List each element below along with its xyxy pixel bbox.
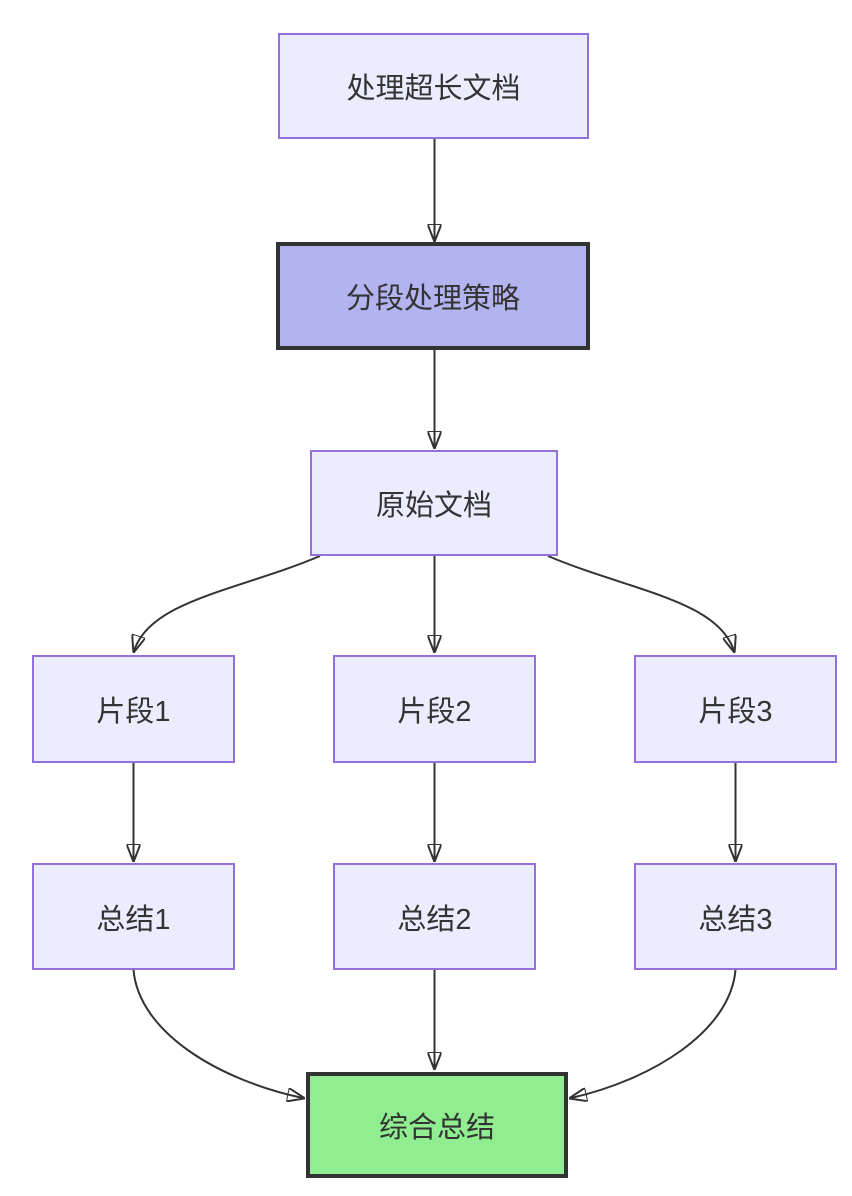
node-fragment-3: 片段3 — [634, 655, 837, 763]
node-combined-summary: 综合总结 — [306, 1072, 568, 1178]
node-summary-1: 总结1 — [32, 863, 235, 970]
node-label: 总结2 — [397, 903, 472, 936]
node-fragment-2: 片段2 — [333, 655, 536, 763]
node-process-long-document: 处理超长文档 — [278, 33, 589, 139]
edge-original-to-frag1 — [134, 555, 321, 651]
node-label: 片段3 — [698, 696, 773, 728]
node-label: 原始文档 — [375, 490, 492, 522]
node-label: 总结3 — [698, 903, 773, 936]
node-fragment-1: 片段1 — [32, 655, 235, 763]
node-summary-3: 总结3 — [634, 863, 837, 970]
node-label: 片段1 — [96, 696, 171, 728]
node-label: 处理超长文档 — [346, 73, 521, 105]
edge-original-to-frag3 — [547, 555, 734, 651]
node-label: 总结1 — [96, 903, 171, 936]
node-label: 综合总结 — [378, 1112, 495, 1144]
edge-sum1-to-final — [132, 969, 304, 1098]
node-label: 分段处理策略 — [345, 283, 520, 315]
edge-sum3-to-final — [571, 969, 737, 1098]
node-segmented-processing-strategy: 分段处理策略 — [276, 242, 590, 350]
node-label: 片段2 — [397, 696, 472, 728]
node-summary-2: 总结2 — [333, 863, 536, 970]
node-original-document: 原始文档 — [310, 450, 558, 556]
